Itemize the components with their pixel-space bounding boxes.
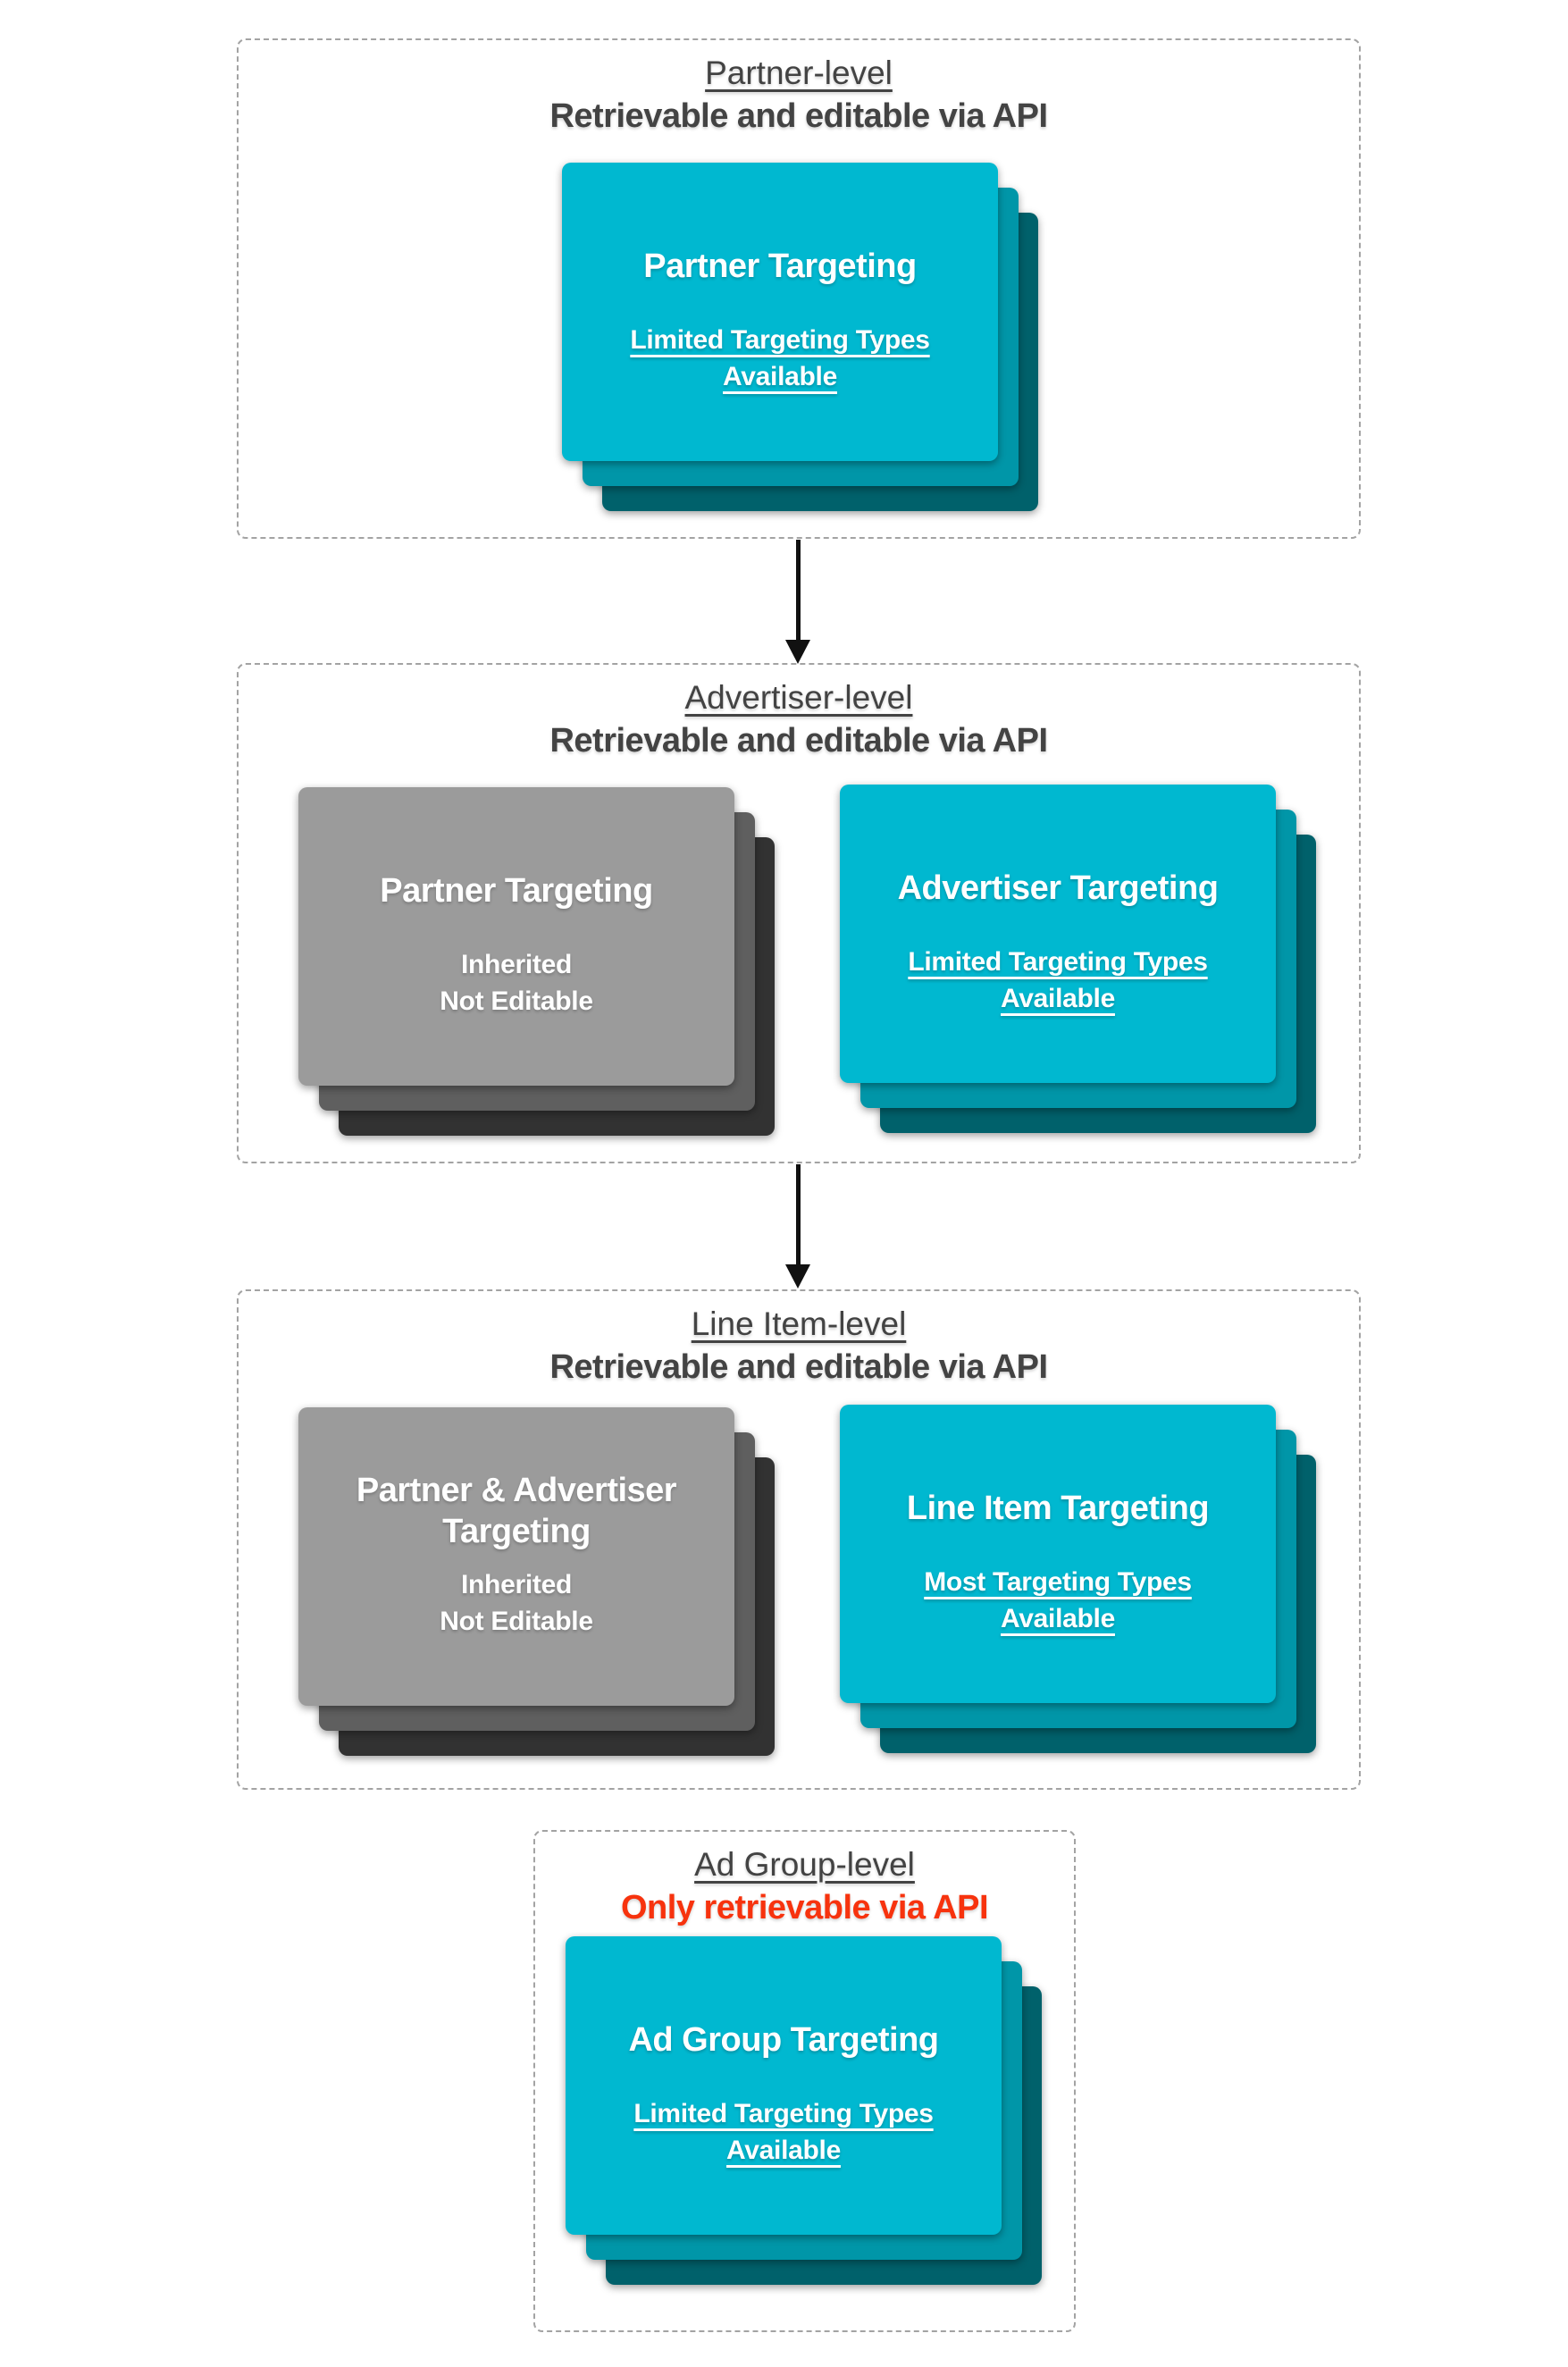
down-arrow-partner-to-advertiser-icon [785, 540, 810, 664]
arrow-tip [785, 1264, 810, 1288]
card-subtext: Limited Targeting Types Available [585, 2095, 982, 2170]
card-subtext-line: Available [1001, 1604, 1115, 1634]
section-level-title: Ad Group-level [694, 1846, 915, 1883]
section-api-subtitle: Retrievable and editable via API [549, 97, 1048, 135]
card-subtext-line: Not Editable [440, 1607, 593, 1637]
section-api-subtitle: Only retrievable via API [620, 1888, 989, 1926]
card-partner-targeting: Partner Targeting Limited Targeting Type… [562, 163, 1038, 511]
down-arrow-advertiser-to-lineitem-icon [785, 1164, 810, 1288]
card-title: Ad Group Targeting [628, 2021, 939, 2060]
section-line-item-level: Line Item-level Retrievable and editable… [237, 1289, 1361, 1790]
card-partner-advertiser-targeting-inherited: Partner & Advertiser Targeting Inherited… [298, 1407, 775, 1756]
arrow-shaft [795, 540, 801, 640]
card-subtext: Inherited Not Editable [318, 946, 715, 1020]
section-api-subtitle: Retrievable and editable via API [549, 721, 1048, 760]
card-subtext-line: Limited Targeting Types [908, 947, 1208, 977]
card-subtext-line: Inherited [461, 950, 572, 979]
card-subtext: Most Targeting Types Available [859, 1564, 1256, 1638]
card-subtext-line: Available [723, 362, 837, 392]
card-title: Partner Targeting [380, 872, 653, 911]
arrow-shaft [795, 1164, 801, 1264]
section-header: Ad Group-level Only retrievable via API [535, 1842, 1074, 1929]
section-header: Partner-level Retrievable and editable v… [239, 51, 1359, 138]
section-partner-level: Partner-level Retrievable and editable v… [237, 38, 1361, 539]
card-line-item-targeting: Line Item Targeting Most Targeting Types… [840, 1405, 1316, 1753]
section-ad-group-level: Ad Group-level Only retrievable via API … [533, 1830, 1076, 2332]
card-title: Partner & Advertiser Targeting [356, 1472, 677, 1550]
section-header: Advertiser-level Retrievable and editabl… [239, 676, 1359, 762]
card-title: Partner Targeting [643, 248, 917, 286]
card-subtext: Limited Targeting Types Available [859, 944, 1256, 1018]
card-subtext-line: Not Editable [440, 986, 593, 1017]
card-subtext-line: Inherited [461, 1570, 572, 1599]
card-title: Advertiser Targeting [897, 869, 1219, 908]
card-subtext-line: Limited Targeting Types [633, 2099, 934, 2128]
section-level-title: Partner-level [705, 55, 893, 91]
section-level-title: Line Item-level [691, 1305, 907, 1342]
card-subtext-line: Limited Targeting Types [630, 325, 930, 355]
card-subtext: Inherited Not Editable [318, 1566, 715, 1641]
arrow-tip [785, 640, 810, 664]
section-level-title: Advertiser-level [684, 679, 913, 716]
card-ad-group-targeting: Ad Group Targeting Limited Targeting Typ… [566, 1936, 1042, 2285]
card-partner-targeting-inherited: Partner Targeting Inherited Not Editable [298, 787, 775, 1136]
card-subtext: Limited Targeting Types Available [582, 322, 978, 396]
card-subtext-line: Available [1001, 984, 1115, 1014]
section-header: Line Item-level Retrievable and editable… [239, 1302, 1359, 1389]
card-title: Line Item Targeting [906, 1490, 1210, 1528]
section-advertiser-level: Advertiser-level Retrievable and editabl… [237, 663, 1361, 1163]
card-advertiser-targeting: Advertiser Targeting Limited Targeting T… [840, 785, 1316, 1133]
card-subtext-line: Most Targeting Types [924, 1567, 1192, 1597]
section-api-subtitle: Retrievable and editable via API [549, 1347, 1048, 1386]
card-subtext-line: Available [726, 2136, 841, 2166]
